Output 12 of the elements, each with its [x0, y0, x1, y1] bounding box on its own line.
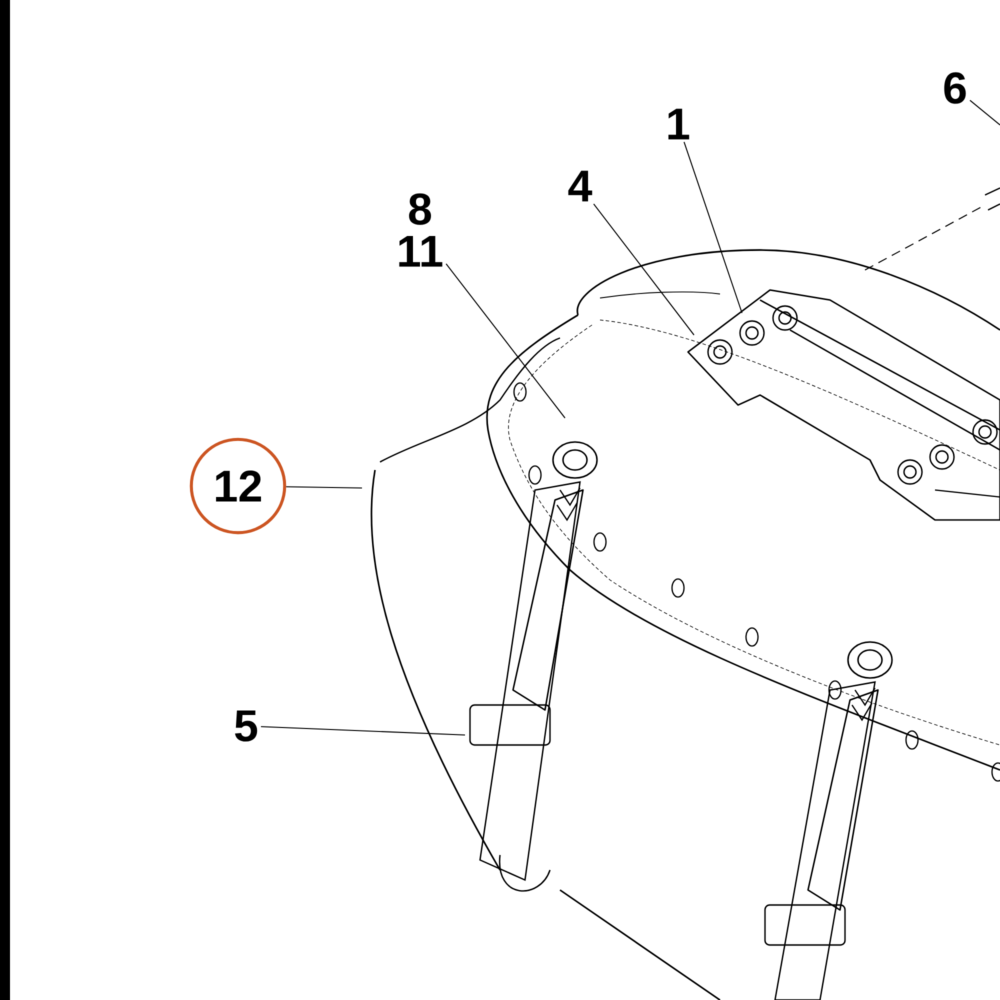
callout-number: 5	[235, 710, 258, 742]
leader-line	[260, 726, 466, 736]
leader-line	[593, 204, 694, 336]
leader-line	[684, 142, 742, 314]
callout-number: 6	[944, 72, 966, 104]
callout-number: 12	[190, 438, 286, 534]
callout-number: 4	[568, 170, 592, 202]
leader-line	[446, 264, 566, 418]
leader-line	[970, 100, 1000, 126]
callout-number: 8 11	[399, 193, 442, 267]
leader-line	[286, 486, 362, 489]
callout-number: 1	[668, 108, 690, 140]
